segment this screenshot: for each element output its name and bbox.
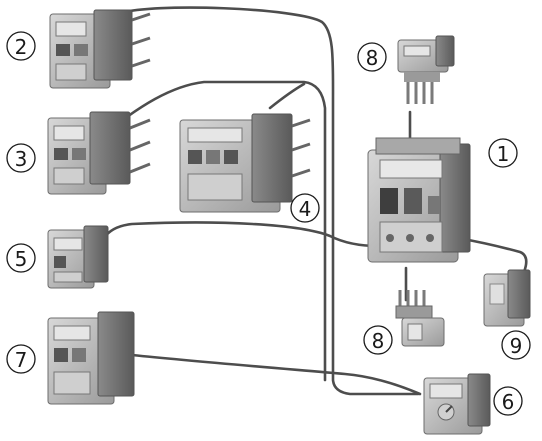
auxiliary-contact-module-3 bbox=[47, 111, 151, 195]
callout-5: 5 bbox=[6, 243, 36, 273]
callout-6-label: 6 bbox=[502, 390, 515, 414]
callout-3-label: 3 bbox=[15, 147, 28, 171]
auxiliary-contact-module-2 bbox=[49, 9, 151, 89]
callout-9-label: 9 bbox=[510, 334, 523, 358]
auxiliary-contact-module-4 bbox=[179, 113, 311, 213]
callout-2: 2 bbox=[6, 31, 36, 61]
auxiliary-contact-module-5 bbox=[47, 225, 109, 289]
auxiliary-contact-module-7 bbox=[47, 311, 135, 405]
callout-9: 9 bbox=[501, 330, 531, 360]
wire-right-side bbox=[456, 236, 528, 274]
suppressor-module-9 bbox=[483, 269, 531, 327]
callout-4: 4 bbox=[290, 193, 320, 223]
callout-8-bottom: 8 bbox=[363, 325, 393, 355]
callout-1-label: 1 bbox=[497, 142, 510, 166]
callout-3: 3 bbox=[6, 143, 36, 173]
plug-in-accessory-bottom bbox=[395, 290, 445, 347]
callout-7-label: 7 bbox=[15, 348, 28, 372]
callout-7: 7 bbox=[6, 344, 36, 374]
wire-module-4 bbox=[268, 82, 306, 110]
plug-in-accessory-top bbox=[397, 35, 455, 104]
callout-8-top-label: 8 bbox=[366, 46, 379, 70]
callout-5-label: 5 bbox=[15, 247, 28, 271]
callout-1: 1 bbox=[488, 138, 518, 168]
wire-module-2 bbox=[116, 6, 420, 396]
callout-6: 6 bbox=[493, 386, 523, 416]
wire-module-7 bbox=[130, 353, 422, 396]
callout-8-top: 8 bbox=[357, 42, 387, 72]
wire-module-3 bbox=[110, 80, 327, 382]
timer-module-6 bbox=[423, 373, 491, 435]
callout-8-bottom-label: 8 bbox=[372, 329, 385, 353]
contactor-main-unit bbox=[367, 137, 471, 263]
callout-2-label: 2 bbox=[15, 35, 28, 59]
connection-lines bbox=[102, 6, 528, 396]
callout-4-label: 4 bbox=[299, 197, 312, 221]
wire-module-5 bbox=[102, 221, 380, 248]
